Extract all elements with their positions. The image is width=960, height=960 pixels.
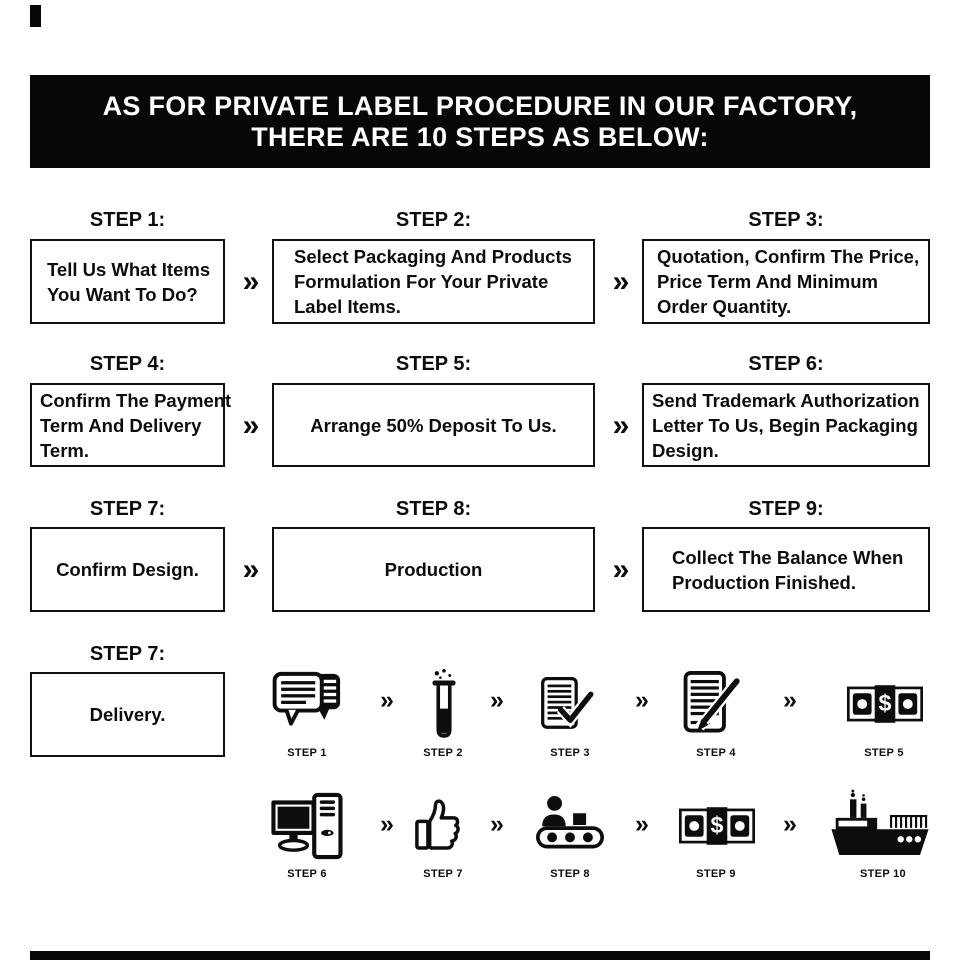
step-6-box: Send Trademark Authorization Letter To U… — [642, 383, 930, 467]
arrow-right-icon: » — [242, 409, 260, 442]
step-8-heading: STEP 8: — [395, 498, 472, 520]
step-10-heading: STEP 7: — [89, 643, 166, 665]
icon-step-5-label: STEP 5 — [864, 747, 904, 759]
step-1-box: Tell Us What Items You Want To Do? — [30, 239, 225, 324]
step-1-heading: STEP 1: — [89, 209, 166, 231]
step-7-heading: STEP 7: — [89, 498, 166, 520]
document-pencil-icon — [683, 671, 747, 735]
step-5-heading: STEP 5: — [395, 353, 472, 375]
arrow-right-icon: » — [612, 409, 630, 442]
icon-step-1-label: STEP 1 — [287, 747, 327, 759]
arrow-right-icon: » — [612, 553, 630, 586]
arrow-right-icon: » — [242, 265, 260, 298]
arrow-right-icon: » — [380, 686, 394, 714]
step-3-heading: STEP 3: — [748, 209, 824, 231]
money-icon: $ — [847, 681, 923, 727]
arrow-right-icon: » — [635, 686, 649, 714]
arrow-right-icon: » — [635, 810, 649, 838]
step-9-box: Collect The Balance When Production Fini… — [642, 527, 930, 612]
step-2-text: Select Packaging And Products — [294, 246, 572, 267]
step-8-text: Production — [384, 559, 483, 580]
step-4-text: Confirm The Payment — [40, 389, 232, 411]
test-tube-icon — [427, 669, 461, 741]
arrow-right-icon: » — [490, 686, 504, 714]
icon-step-4-label: STEP 4 — [696, 747, 736, 759]
arrow-right-icon: » — [380, 810, 394, 838]
icon-step-3-label: STEP 3 — [550, 747, 590, 759]
step-9-heading: STEP 9: — [748, 498, 824, 520]
step-2-box: Select Packaging And Products Formulatio… — [272, 239, 595, 324]
production-line-icon — [536, 793, 604, 857]
title-banner: AS FOR PRIVATE LABEL PROCEDURE IN OUR FA… — [30, 75, 930, 168]
icon-step-10-label: STEP 10 — [860, 868, 906, 880]
document-check-icon — [540, 671, 594, 737]
step-5-box: Arrange 50% Deposit To Us. — [272, 383, 595, 467]
step-6-text: Send Trademark Authorization — [652, 389, 920, 411]
step-9-text: Collect The Balance When — [672, 546, 904, 568]
step-2-heading: STEP 2: — [395, 209, 472, 231]
svg-text:$: $ — [711, 812, 724, 838]
svg-text:$: $ — [879, 690, 892, 716]
step-7-box: Confirm Design. — [30, 527, 225, 612]
title-line-1: AS FOR PRIVATE LABEL PROCEDURE IN OUR FA… — [102, 90, 858, 121]
icon-step-7-label: STEP 7 — [423, 868, 463, 880]
arrow-right-icon: » — [783, 686, 797, 714]
step-8-box: Production — [272, 527, 595, 612]
arrow-right-icon: » — [242, 553, 260, 586]
step-6-heading: STEP 6: — [748, 353, 824, 375]
computer-icon — [270, 791, 346, 861]
icon-step-9-label: STEP 9 — [696, 868, 736, 880]
step-10-box: Delivery. — [30, 672, 225, 757]
chat-icon — [272, 671, 344, 737]
ship-icon — [830, 787, 930, 863]
step-7-text: Confirm Design. — [56, 559, 199, 580]
arrow-right-icon: » — [612, 265, 630, 298]
step-3-text: Quotation, Confirm The Price, — [657, 246, 920, 267]
step-4-heading: STEP 4: — [89, 353, 166, 375]
step-5-text: Arrange 50% Deposit To Us. — [310, 414, 557, 436]
step-1-text: Tell Us What Items — [47, 258, 211, 280]
icon-step-6-label: STEP 6 — [287, 868, 327, 880]
icon-step-2-label: STEP 2 — [423, 747, 463, 759]
thumbs-up-icon — [414, 796, 472, 856]
arrow-right-icon: » — [783, 810, 797, 838]
title-line-2: THERE ARE 10 STEPS AS BELOW: — [251, 121, 709, 152]
money-icon: $ — [679, 803, 755, 849]
icon-step-8-label: STEP 8 — [550, 868, 590, 880]
top-left-crop-mark — [30, 5, 41, 27]
step-4-box: Confirm The Payment Term And Delivery Te… — [30, 383, 232, 467]
arrow-right-icon: » — [490, 810, 504, 838]
step-10-text: Delivery. — [89, 704, 166, 725]
step-3-box: Quotation, Confirm The Price, Price Term… — [642, 239, 930, 324]
bottom-crop-bar — [30, 951, 930, 960]
